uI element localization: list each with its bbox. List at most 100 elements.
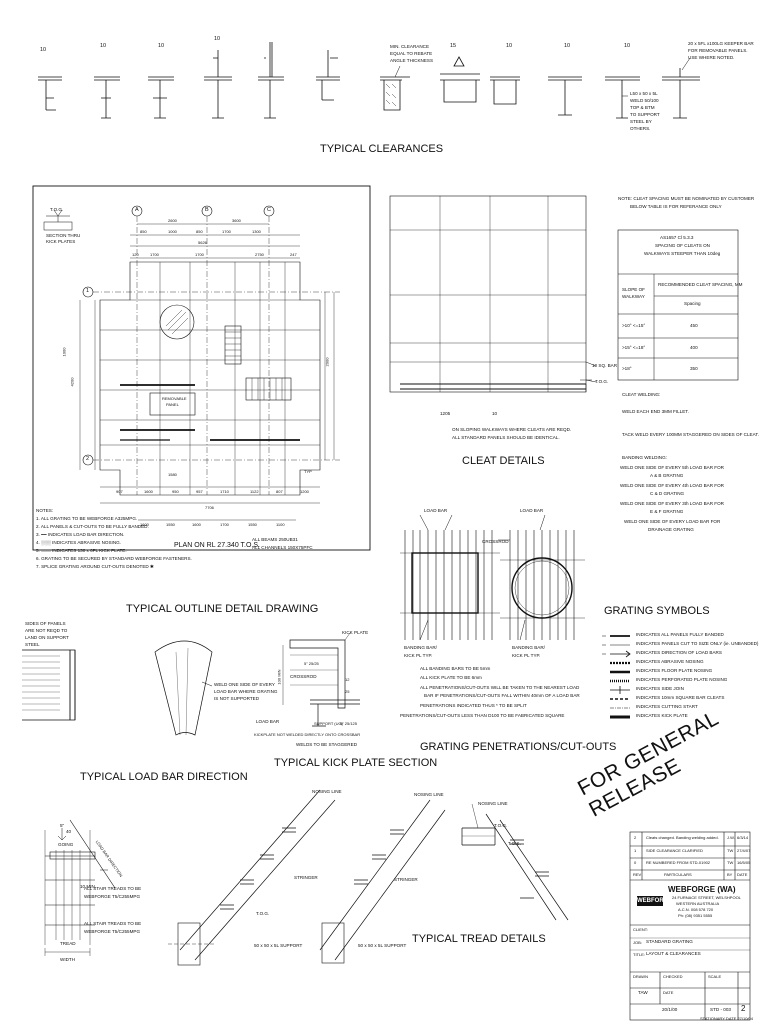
kick-welds-note: WELDS TO BE STAGGERED	[296, 742, 358, 747]
loadbar-dim-40: 40	[66, 829, 72, 834]
tread-tos: T.O.S.	[508, 841, 521, 846]
banding-line-8: DRAINAGE GRATING	[648, 527, 694, 532]
stringer-2: STRINGER	[394, 877, 418, 882]
cleat-tog: T.O.G.	[595, 379, 609, 384]
rev-header-rev: REV	[633, 872, 642, 877]
cleat-table-title-1: AS1657 Cl 5.3.3	[660, 235, 694, 240]
kick-crossrod: CROSSROD	[290, 674, 317, 679]
plan-typ-label: TYP	[304, 469, 312, 474]
symbols-legend	[602, 635, 631, 719]
symbol-5: INDICATES FLOOR PLATE NOSING	[636, 668, 713, 673]
scale-label: SCALE	[708, 974, 722, 979]
loadbar-treads-note-1: ALL STAIR TREADS TO BE	[84, 886, 142, 891]
clearance-dim-3: 10	[158, 43, 165, 49]
cleat-table	[617, 229, 739, 381]
loadbar-tread-width-2: WIDTH	[60, 957, 76, 962]
min-clearance-note-1: MIN. CLEARANCE	[390, 44, 430, 49]
load-bar-direction	[44, 819, 116, 956]
cleat-table-title-2: SPACING OF CLEATS ON	[655, 243, 710, 248]
clearance-dim-6: 10	[506, 43, 513, 49]
plan-title: PLAN ON RL 27.340 T.O.S.	[174, 542, 260, 549]
cleat-row-1-spacing: 450	[690, 323, 698, 328]
banding-line-5: WELD ONE SIDE OF EVERY 3th LOAD BAR FOR	[620, 501, 724, 506]
grid-number-1: 1	[86, 288, 90, 294]
pen-load-bar-1: LOAD BAR	[424, 508, 448, 513]
symbol-4: INDICATES ABRASIVE NOSING	[636, 659, 704, 664]
pen-note-5: PENETRATIONS INDICATED THUS * TO BE SPLI…	[420, 703, 527, 708]
cleat-col-spacing: RECOMMENDED CLEAT SPACING, MM	[658, 282, 743, 287]
kick-dim-12: 12	[345, 677, 350, 682]
job-value: STANDARD GRATING	[646, 939, 693, 944]
symbol-6: INDICATES PERFORATED PLATE NOSING	[636, 677, 728, 682]
banding-line-4: C & D GRATING	[650, 491, 685, 496]
keeper-bar-note-3: USE WHERE NOTED.	[688, 55, 735, 60]
tread-dim-4: 1700	[220, 522, 229, 527]
side-dim-4: 2000	[324, 357, 330, 367]
section-thru-1: SECTION THRU	[46, 233, 81, 238]
kick-plate-section	[282, 632, 360, 727]
banding-line-2: A & B GRATING	[650, 473, 684, 478]
cleat-caption-1: ON SLOPING WALKWAYS WHERE CLEATS ARE REQ…	[452, 427, 572, 432]
grid-letter-c: C	[267, 207, 271, 213]
tread-detail	[461, 803, 569, 921]
banding-line-3: WELD ONE SIDE OF EVERY 4th LOAD BAR FOR	[620, 483, 724, 488]
weld-note-1: WELD ONE SIDE OF EVERY	[214, 682, 275, 687]
plan-frame	[32, 185, 371, 551]
tread-tog-1: T.O.G.	[256, 911, 270, 916]
symbol-7: INDICATES SIDE JOIN	[636, 686, 684, 691]
cleat-table-title-3: WALKWAYS STEEPER THAN 10deg	[644, 251, 721, 256]
heading-typical-outline: TYPICAL OUTLINE DETAIL DRAWING	[126, 603, 319, 615]
clearance-dim-1: 10	[40, 47, 47, 53]
cleat-grid	[389, 195, 597, 393]
grid-number-2: 2	[86, 456, 90, 462]
pen-kick-2: KICK PL TYP.	[512, 653, 541, 658]
note-3: 3. ━━ INDICATES LOAD BAR DIRECTION.	[36, 532, 125, 537]
symbol-9: INDICATES CUTTING START	[636, 704, 698, 709]
support-note-4: TO SUPPORT	[630, 112, 660, 117]
keeper-bar-note-1: 20 x 5FL x100LG KEEPER BAR	[688, 41, 754, 46]
bottom-dim-5: 957	[196, 489, 203, 494]
nosing-line-1: NOSING LINE	[312, 789, 342, 794]
company-address-4: Ph: (08) 9351 5555	[678, 913, 713, 918]
cleat-caption-2: ALL STANDARD PANELS SHOULD BE IDENTICAL.	[452, 435, 560, 440]
pen-note-6: PENETRATIONS/CUT-OUTS LESS THAN D100 TO …	[400, 713, 565, 718]
rev-header-by: BY	[727, 872, 733, 877]
cleat-row-1-slope: >10° <=15°	[622, 323, 646, 328]
bottom-dim-1: 1580	[168, 472, 177, 477]
company-address-2: WESTERN AUSTRALIA	[676, 901, 720, 906]
rev-0-no: 0	[634, 860, 637, 865]
title-block-lines	[629, 831, 751, 1021]
date-value: 20/1/00	[662, 1007, 678, 1012]
cleat-note-2: BELOW TABLE IS FOR REFERANCE ONLY	[630, 204, 722, 209]
weld-note-3: IS NOT SUPPORTED	[214, 696, 260, 701]
row4-dim-3: 1700	[195, 252, 204, 257]
loadbar-tread-width-1: TREAD	[60, 941, 76, 946]
stair-section-1	[168, 789, 336, 966]
stringer-1: STRINGER	[294, 875, 318, 880]
pen-note-4: BAR IF PENETRATIONS/CUT-OUTS FALL WITHIN…	[424, 693, 580, 698]
cleat-row-3-spacing: 350	[690, 366, 698, 371]
tread-tog-2: T.O.G.	[494, 823, 508, 828]
drawn-value: TAW	[638, 990, 648, 995]
checked-label: CHECKED	[663, 974, 683, 979]
bottom-dim-4: 950	[172, 489, 179, 494]
symbol-8: INDICATES 10mm SQUARE BAR CLEATS	[636, 695, 725, 700]
support-note-6: OTHERS.	[630, 126, 651, 131]
grid-letter-b: B	[205, 207, 209, 213]
row2-dim-3: 850	[196, 229, 203, 234]
pen-banding-2: BANDING BAR/	[512, 645, 545, 650]
section-thru-2: KICK PLATES	[46, 239, 76, 244]
row2-dim-4: 1700	[222, 229, 231, 234]
top-dim-2: 3600	[232, 218, 241, 223]
cleat-sq-bar: 10 SQ. BAR	[592, 363, 618, 368]
rev-0-by: TW	[727, 860, 734, 865]
loadbar-treads-note-2: WEBFORGE T5/C255MPG	[84, 894, 141, 899]
clearance-dim-2: 10	[100, 43, 107, 49]
sheet-number: 2	[741, 1004, 746, 1013]
outline-detail	[22, 640, 213, 736]
support-1: 50 x 50 x 5L SUPPORT	[254, 943, 303, 948]
removable-panel-1: REMOVABLE	[162, 396, 187, 401]
sides-note-1: SIDES OF PANELS	[25, 621, 66, 626]
support-note-2: WELD 50/100	[630, 98, 659, 103]
